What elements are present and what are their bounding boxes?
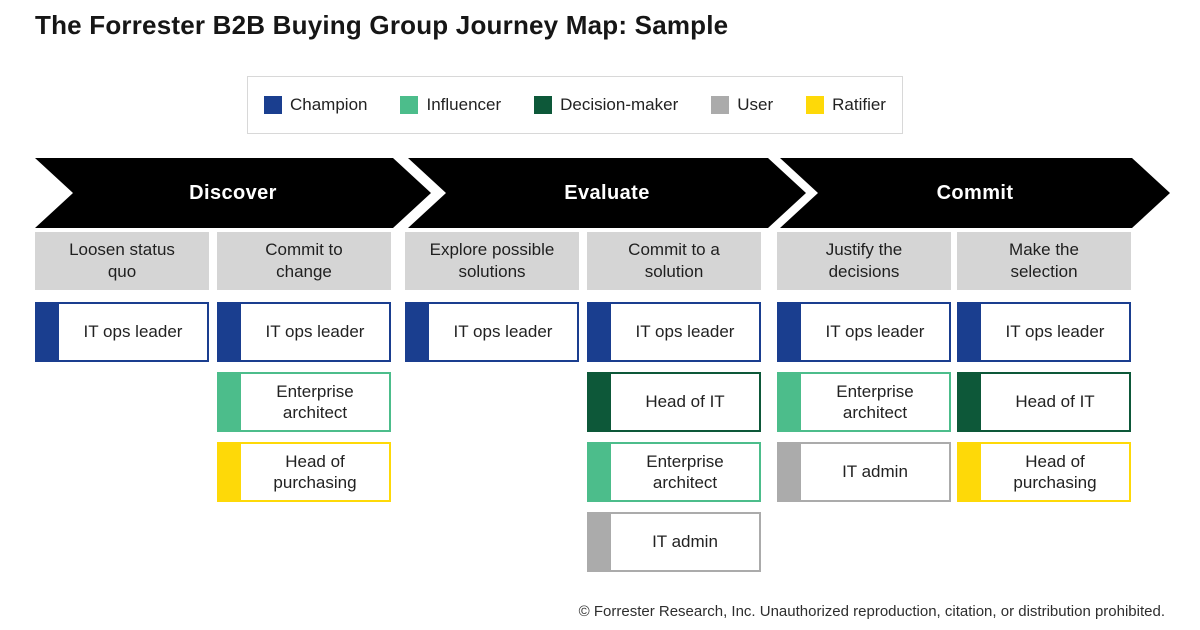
legend-item-user: User: [711, 95, 773, 115]
persona-label: IT admin: [652, 532, 718, 552]
legend-item-ratifier: Ratifier: [806, 95, 886, 115]
persona-card-champion: IT ops leader: [217, 302, 391, 362]
ratifier-color-bar: [959, 444, 981, 500]
persona-label: Head of IT: [1015, 392, 1095, 412]
persona-card-user: IT admin: [777, 442, 951, 502]
legend-label: User: [737, 95, 774, 114]
legend-label: Ratifier: [832, 95, 886, 114]
influencer-color-bar: [219, 374, 241, 430]
persona-card-ratifier: Head of purchasing: [217, 442, 391, 502]
persona-label: IT ops leader: [635, 322, 735, 342]
legend: Champion Influencer Decision-maker User Rati…: [247, 76, 903, 134]
stage-header: Make the selection: [957, 232, 1131, 290]
influencer-swatch-icon: [400, 96, 419, 114]
stage-header-line: solution: [644, 262, 704, 281]
stage-header-line: Make the: [1009, 240, 1079, 260]
champion-color-bar: [589, 304, 611, 360]
persona-label: IT admin: [842, 462, 908, 482]
stage-header-line: Loosen status: [69, 240, 175, 260]
persona-label: Head of purchasing: [273, 451, 357, 492]
persona-card-decision-maker: Head of IT: [587, 372, 761, 432]
persona-label: Enterprise architect: [276, 381, 354, 422]
legend-item-influencer: Influencer: [400, 95, 501, 115]
persona-card-champion: IT ops leader: [957, 302, 1131, 362]
persona-label: Enterprise architect: [646, 451, 724, 492]
persona-card-champion: IT ops leader: [35, 302, 209, 362]
persona-label: IT ops leader: [453, 322, 553, 342]
ratifier-swatch-icon: [806, 96, 825, 114]
stage-header-line: selection: [1010, 262, 1078, 281]
persona-card-champion: IT ops leader: [405, 302, 579, 362]
champion-color-bar: [959, 304, 981, 360]
legend-label: Decision-maker: [560, 95, 679, 114]
stage-header: Commit to a solution: [587, 232, 761, 290]
stage-header-line: change: [276, 262, 332, 281]
persona-card-champion: IT ops leader: [777, 302, 951, 362]
persona-card-user: IT admin: [587, 512, 761, 572]
ratifier-color-bar: [219, 444, 241, 500]
legend-item-decision-maker: Decision-maker: [534, 95, 678, 115]
stage-header-line: Justify the: [825, 240, 903, 260]
legend-label: Influencer: [426, 95, 502, 114]
champion-color-bar: [219, 304, 241, 360]
stage-header-line: Commit to: [265, 240, 343, 260]
stage-header: Loosen status quo: [35, 232, 209, 290]
stage-header-line: Explore possible: [429, 240, 555, 260]
persona-label: Head of purchasing: [1013, 451, 1097, 492]
stage-header-line: solutions: [458, 262, 526, 281]
persona-label: Enterprise architect: [836, 381, 914, 422]
persona-label: IT ops leader: [1005, 322, 1105, 342]
persona-card-influencer: Enterprise architect: [217, 372, 391, 432]
decision-maker-color-bar: [589, 374, 611, 430]
persona-card-list: IT ops leader: [405, 302, 579, 362]
persona-label: IT ops leader: [825, 322, 925, 342]
stage-header-line: Commit to a: [628, 240, 720, 260]
persona-label: IT ops leader: [83, 322, 183, 342]
champion-color-bar: [37, 304, 59, 360]
champion-color-bar: [779, 304, 801, 360]
phase-arrow-commit: Commit: [780, 158, 1170, 228]
persona-card-influencer: Enterprise architect: [777, 372, 951, 432]
champion-color-bar: [407, 304, 429, 360]
persona-label: IT ops leader: [265, 322, 365, 342]
phase-arrow-evaluate: Evaluate: [408, 158, 806, 228]
phase-arrow-discover: Discover: [35, 158, 431, 228]
copyright-footer: © Forrester Research, Inc. Unauthorized …: [578, 603, 1165, 620]
persona-card-influencer: Enterprise architect: [587, 442, 761, 502]
stage-header: Explore possible solutions: [405, 232, 579, 290]
persona-label: Head of IT: [645, 392, 725, 412]
persona-card-list: IT ops leader: [35, 302, 209, 362]
stage-header: Justify the decisions: [777, 232, 951, 290]
legend-item-champion: Champion: [264, 95, 368, 115]
decision-maker-swatch-icon: [534, 96, 553, 114]
persona-card-ratifier: Head of purchasing: [957, 442, 1131, 502]
user-color-bar: [589, 514, 611, 570]
user-swatch-icon: [711, 96, 730, 114]
persona-card-champion: IT ops leader: [587, 302, 761, 362]
stage-header: Commit to change: [217, 232, 391, 290]
stage-header-line: decisions: [828, 262, 900, 281]
decision-maker-color-bar: [959, 374, 981, 430]
user-color-bar: [779, 444, 801, 500]
persona-card-decision-maker: Head of IT: [957, 372, 1131, 432]
page-title: The Forrester B2B Buying Group Journey M…: [35, 10, 729, 40]
stage-header-line: quo: [107, 262, 137, 281]
influencer-color-bar: [779, 374, 801, 430]
legend-label: Champion: [290, 95, 368, 114]
champion-swatch-icon: [264, 96, 282, 114]
influencer-color-bar: [589, 444, 611, 500]
